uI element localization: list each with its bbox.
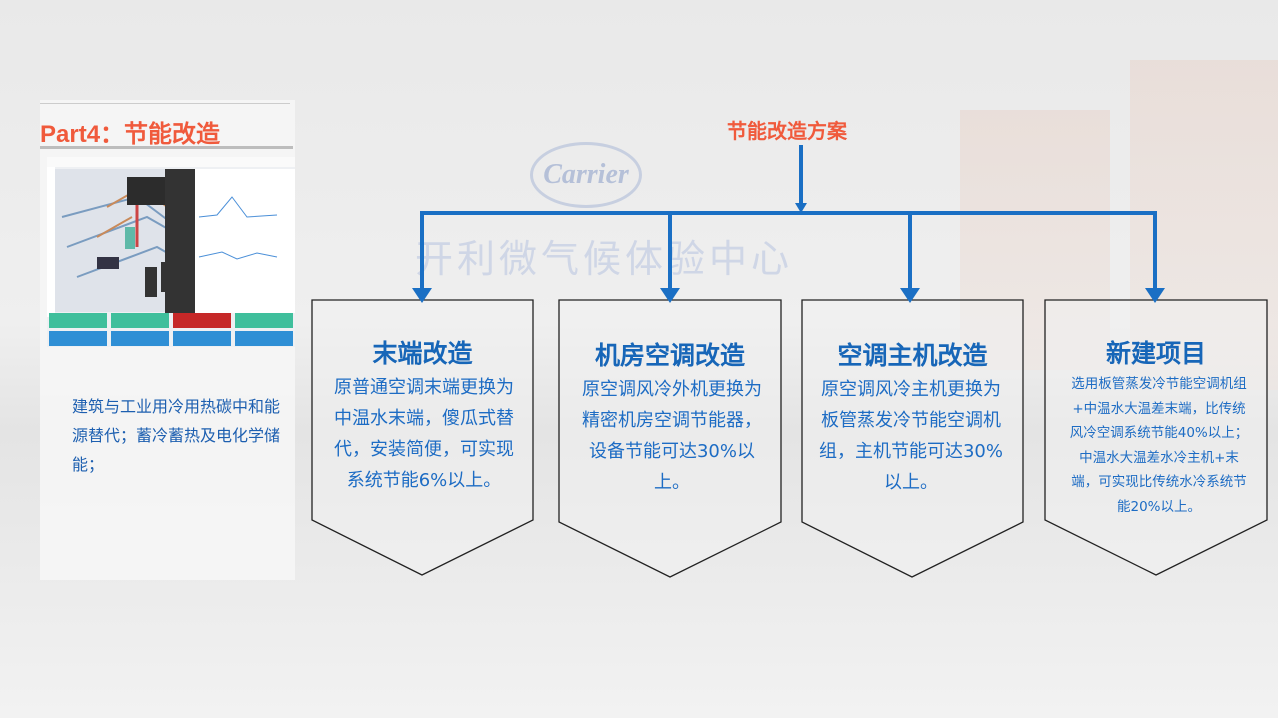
box-shape [311, 299, 534, 576]
dashboard-screenshot [47, 157, 295, 347]
box-heading: 末端改造 [372, 339, 473, 368]
background-logo: Carrier [530, 142, 642, 208]
background-sign: 开利微气候体验中心 [415, 237, 794, 281]
arrow-down-icon [795, 203, 807, 213]
arrow-down-icon [660, 288, 680, 303]
box-body: 原空调风冷外机更换为精密机房空调节能器，设备节能可达30%以上。 [582, 379, 762, 493]
box-shape [1044, 299, 1268, 576]
box-heading: 空调主机改造 [837, 341, 988, 370]
box-body: 选用板管蒸发冷节能空调机组+中温水大温差末端，比传统风冷空调系统节能40%以上；… [1069, 376, 1249, 515]
diagram-root-title: 节能改造方案 [727, 119, 847, 143]
box-heading: 新建项目 [1105, 339, 1206, 368]
box-body: 原普通空调末端更换为中温水末端，傻瓜式替代，安装简便，可实现系统节能6%以上。 [334, 377, 514, 491]
divider [40, 146, 293, 149]
arrow-down-icon [900, 288, 920, 303]
panel-description: 建筑与工业用冷用热碳中和能源替代；蓄冷蓄热及电化学储能； [72, 397, 281, 474]
panel-title: Part4：节能改造 [40, 121, 221, 148]
box-body: 原空调风冷主机更换为板管蒸发冷节能空调机组，主机节能可达30%以上。 [818, 379, 1003, 493]
box-shape [558, 299, 782, 578]
box-heading: 机房空调改造 [594, 341, 745, 370]
arrow-down-icon [1145, 288, 1165, 303]
arrow-down-icon [412, 288, 432, 303]
box-shape [801, 299, 1024, 578]
left-panel: Part4：节能改造 建筑与工业用冷用热碳中和能源替代；蓄冷蓄热及电化学储能； [40, 100, 295, 580]
divider [40, 103, 290, 104]
